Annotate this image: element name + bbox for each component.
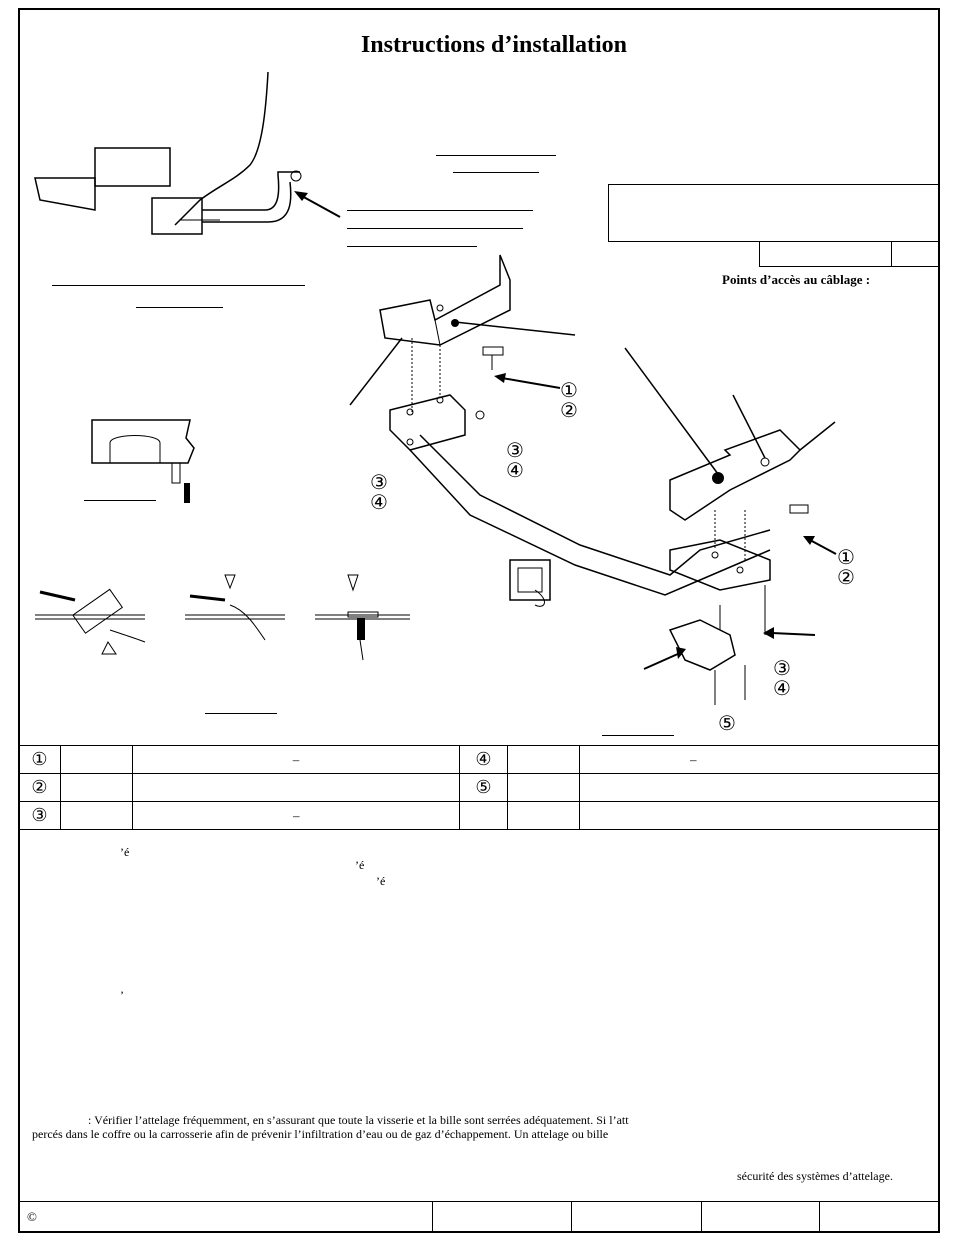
part-number bbox=[459, 801, 508, 830]
copyright: © bbox=[18, 1201, 433, 1232]
warning-line-2: percés dans le coffre ou la carrosserie … bbox=[32, 1127, 609, 1141]
info-box bbox=[608, 184, 940, 242]
footer-cell bbox=[571, 1201, 702, 1232]
warning-line-1: : Vérifier l’attelage fréquemment, en s’… bbox=[88, 1113, 629, 1127]
table-row: ① – ④ – bbox=[18, 745, 940, 774]
callout-3: ③ bbox=[506, 438, 524, 462]
rule bbox=[347, 246, 477, 247]
page-frame bbox=[18, 8, 940, 1233]
arrow-icon bbox=[494, 373, 561, 389]
info-subbox bbox=[759, 241, 940, 267]
callout-4: ④ bbox=[773, 676, 791, 700]
rule bbox=[84, 500, 156, 501]
table-row: © bbox=[18, 1201, 940, 1232]
part-description: – bbox=[579, 745, 940, 774]
part-number: ③ bbox=[18, 801, 61, 830]
part-qty bbox=[507, 801, 580, 830]
footer-cell bbox=[432, 1201, 572, 1232]
callout-4: ④ bbox=[506, 458, 524, 482]
body-fragment: ’é bbox=[376, 874, 386, 888]
rule bbox=[347, 210, 533, 211]
part-number: ① bbox=[18, 745, 61, 774]
callout-2: ② bbox=[837, 565, 855, 589]
part-description bbox=[132, 773, 460, 802]
slot-detail-illustration bbox=[91, 419, 195, 503]
part-description: – bbox=[132, 745, 460, 774]
callout-1: ① bbox=[837, 545, 855, 569]
rule bbox=[205, 713, 277, 714]
rule bbox=[602, 735, 674, 736]
part-qty bbox=[60, 745, 133, 774]
inset-arrow bbox=[294, 191, 341, 218]
body-fragment: ’é bbox=[355, 858, 365, 872]
part-qty bbox=[60, 801, 133, 830]
callout-2: ② bbox=[560, 398, 578, 422]
rule bbox=[136, 307, 223, 308]
footer-table: © bbox=[18, 1201, 940, 1232]
callout-5: ⑤ bbox=[718, 711, 736, 735]
inset-bumper-illustration bbox=[34, 71, 302, 235]
part-qty bbox=[507, 745, 580, 774]
callout-4: ④ bbox=[370, 490, 388, 514]
arrow-icon bbox=[763, 627, 816, 639]
body-fragment: ’é bbox=[120, 845, 130, 859]
callout-1: ① bbox=[560, 378, 578, 402]
part-description bbox=[579, 801, 940, 830]
part-number: ④ bbox=[459, 745, 508, 774]
footer-cell bbox=[701, 1201, 820, 1232]
part-number: ② bbox=[18, 773, 61, 802]
footer-cell bbox=[819, 1201, 940, 1232]
arrow-icon bbox=[803, 536, 837, 555]
rule bbox=[436, 155, 556, 156]
part-qty bbox=[507, 773, 580, 802]
part-description: – bbox=[132, 801, 460, 830]
part-number: ⑤ bbox=[459, 773, 508, 802]
callout-3: ③ bbox=[773, 656, 791, 680]
rule bbox=[453, 172, 539, 173]
part-qty bbox=[60, 773, 133, 802]
info-divider bbox=[891, 241, 892, 267]
safety-text: sécurité des systèmes d’attelage. bbox=[737, 1169, 893, 1183]
parts-table: ① – ④ – ② ⑤ ③ – bbox=[18, 745, 940, 830]
callout-3: ③ bbox=[370, 470, 388, 494]
wiring-label: Points d’accès au câblage : bbox=[722, 272, 871, 287]
table-row: ③ – bbox=[18, 801, 940, 830]
page-title: Instructions d’installation bbox=[360, 32, 628, 58]
fish-wire-sequence-illustration bbox=[35, 574, 410, 661]
rule bbox=[347, 228, 523, 229]
hitch-main-illustration bbox=[349, 254, 836, 705]
part-description bbox=[579, 773, 940, 802]
table-row: ② ⑤ bbox=[18, 773, 940, 802]
body-fragment: ’ bbox=[120, 988, 124, 1002]
arrow-icon bbox=[643, 647, 686, 670]
rule bbox=[52, 285, 305, 286]
